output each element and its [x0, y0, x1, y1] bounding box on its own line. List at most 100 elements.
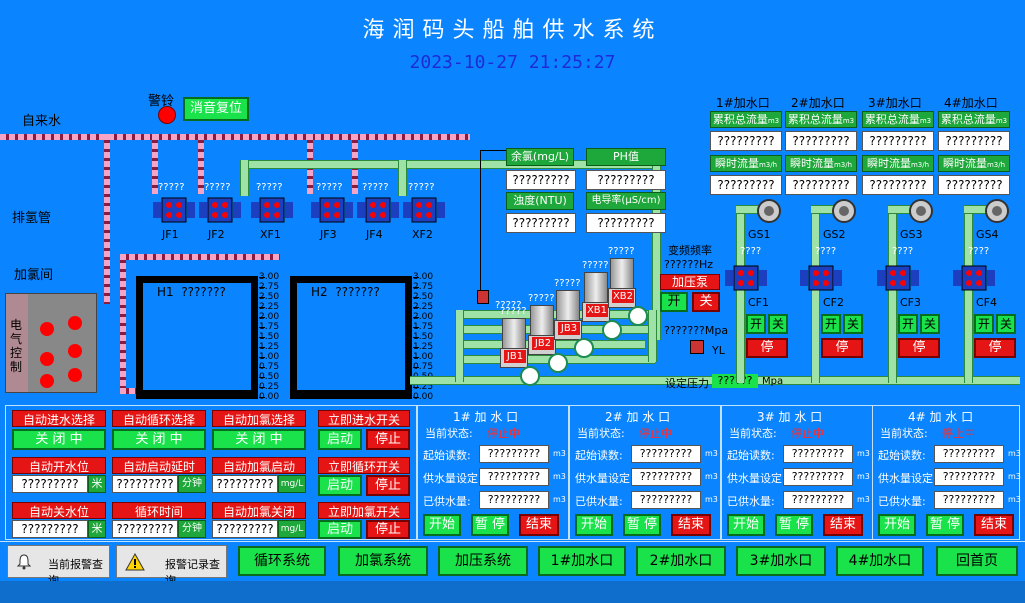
- mute-reset-button[interactable]: 消音复位: [183, 97, 249, 121]
- scale-mark: [413, 337, 419, 338]
- auto-open-level-input[interactable]: ?????????: [12, 475, 88, 493]
- port-end-button[interactable]: 结束: [519, 514, 559, 536]
- outlet-stop-button[interactable]: 停: [746, 338, 788, 358]
- port-end-button[interactable]: 结束: [671, 514, 711, 536]
- auto-cl-start-input[interactable]: ?????????: [212, 475, 278, 493]
- port-end-button[interactable]: 结束: [823, 514, 863, 536]
- port-state-label: 当前状态:: [729, 427, 777, 440]
- unit-mgl: mg/L: [278, 475, 306, 493]
- pump-jb1[interactable]: ????? JB1: [498, 306, 540, 386]
- outlet-open-button[interactable]: 开: [821, 314, 841, 334]
- nav-port3-button[interactable]: 3#加水口: [736, 546, 826, 576]
- port-start-button[interactable]: 开始: [575, 514, 613, 536]
- unit-m3: m3: [705, 495, 718, 504]
- valve-jf1[interactable]: ????? JF1: [152, 182, 196, 244]
- scale-mark: [413, 327, 419, 328]
- port-start-button[interactable]: 开始: [727, 514, 765, 536]
- outlet-close-button[interactable]: 关: [768, 314, 788, 334]
- valve-xf2[interactable]: ????? XF2: [402, 182, 446, 244]
- outlet-pipe: [964, 205, 973, 383]
- alarm-bell-label: 警铃: [148, 94, 175, 109]
- boost-pump-on-button[interactable]: 开: [660, 292, 688, 312]
- auto-loop-select-toggle[interactable]: 关 闭 中: [112, 429, 206, 450]
- port-supply-setpoint-value[interactable]: ?????????: [783, 468, 853, 486]
- pump-label: JB3: [558, 322, 580, 335]
- outlet-stop-button[interactable]: 停: [974, 338, 1016, 358]
- cf-label: CF4: [976, 296, 998, 309]
- outlet-total-label: 累积总流量m3: [862, 111, 934, 128]
- outlet-open-button[interactable]: 开: [898, 314, 918, 334]
- conductivity-value: ?????????: [586, 213, 666, 233]
- unit-m3: m3: [857, 449, 870, 458]
- port-supply-setpoint-value[interactable]: ?????????: [631, 468, 701, 486]
- cf-label: CF1: [748, 296, 770, 309]
- port-pause-button[interactable]: 暂 停: [775, 514, 813, 536]
- nav-loop-system-button[interactable]: 循环系统: [238, 546, 326, 576]
- immediate-cl-stop-button[interactable]: 停止: [366, 520, 410, 539]
- outlet-open-button[interactable]: 开: [974, 314, 994, 334]
- immediate-cl-start-button[interactable]: 启动: [318, 520, 362, 539]
- auto-close-level-input[interactable]: ?????????: [12, 520, 88, 538]
- outlet-valve-icon[interactable]: [799, 262, 843, 294]
- gs-value: ????: [740, 246, 762, 257]
- alarm-log-query-button[interactable]: 报警记录查询: [116, 545, 227, 587]
- auto-start-delay-input[interactable]: ?????????: [112, 475, 178, 493]
- nav-home-button[interactable]: 回首页: [936, 546, 1018, 576]
- immediate-in-stop-button[interactable]: 停止: [366, 429, 410, 450]
- nav-pressure-system-button[interactable]: 加压系统: [438, 546, 528, 576]
- outlet-stop-button[interactable]: 停: [821, 338, 863, 358]
- pump-value: ?????: [554, 278, 581, 289]
- nav-port4-button[interactable]: 4#加水口: [836, 546, 924, 576]
- valve-jf3[interactable]: ????? JF3: [310, 182, 354, 244]
- port-start-button[interactable]: 开始: [423, 514, 461, 536]
- port-pause-button[interactable]: 暂 停: [926, 514, 964, 536]
- outlet-open-button[interactable]: 开: [746, 314, 766, 334]
- outlet-valve-icon[interactable]: [876, 262, 920, 294]
- outlet-close-button[interactable]: 关: [996, 314, 1016, 334]
- auto-in-select-toggle[interactable]: 关 闭 中: [12, 429, 106, 450]
- immediate-loop-start-button[interactable]: 启动: [318, 475, 362, 496]
- scale-mark: [259, 347, 265, 348]
- outlet-stop-button[interactable]: 停: [898, 338, 940, 358]
- auto-cl-close-input[interactable]: ?????????: [212, 520, 278, 538]
- outlet-pipe: [736, 205, 762, 214]
- pump-xb2[interactable]: ????? XB2: [606, 246, 648, 326]
- set-pressure-input[interactable]: ??????: [712, 374, 758, 388]
- scale-mark: [259, 297, 265, 298]
- port-supply-setpoint-value[interactable]: ?????????: [934, 468, 1004, 486]
- scale-tick: 1.75: [259, 322, 280, 332]
- pump-value: ?????: [608, 246, 635, 257]
- port-title: 3# 加 水 口: [757, 410, 823, 424]
- port-pause-button[interactable]: 暂 停: [471, 514, 509, 536]
- boost-pump-off-button[interactable]: 关: [692, 292, 720, 312]
- nav-chlorine-system-button[interactable]: 加氯系统: [338, 546, 428, 576]
- nav-port2-button[interactable]: 2#加水口: [636, 546, 726, 576]
- port-end-button[interactable]: 结束: [974, 514, 1014, 536]
- outlet-pipe: [736, 205, 745, 383]
- outlet-valve-icon[interactable]: [952, 262, 996, 294]
- current-alarm-query-button[interactable]: 当前报警查询: [7, 545, 110, 587]
- immediate-in-start-button[interactable]: 启动: [318, 429, 362, 450]
- nav-port1-button[interactable]: 1#加水口: [538, 546, 626, 576]
- outlet-close-button[interactable]: 关: [843, 314, 863, 334]
- port-start-button[interactable]: 开始: [878, 514, 916, 536]
- immediate-loop-stop-button[interactable]: 停止: [366, 475, 410, 496]
- valve-xf1[interactable]: ????? XF1: [250, 182, 294, 244]
- valve-jf2[interactable]: ????? JF2: [198, 182, 242, 244]
- port-start-reading-label: 起始读数:: [878, 449, 926, 462]
- pump-xb1[interactable]: ????? XB1: [580, 260, 622, 340]
- pipe-vertical: [104, 134, 110, 304]
- outlet-total-value: ?????????: [938, 131, 1010, 151]
- scale-mark: [413, 287, 419, 288]
- port-pause-button[interactable]: 暂 停: [623, 514, 661, 536]
- outlet-close-button[interactable]: 关: [920, 314, 940, 334]
- pump-jb3[interactable]: ????? JB3: [552, 278, 594, 358]
- pump-value: ?????: [528, 293, 555, 304]
- port-supply-setpoint-value[interactable]: ?????????: [479, 468, 549, 486]
- outlet-pipe: [964, 205, 990, 214]
- valve-jf4[interactable]: ????? JF4: [356, 182, 400, 244]
- outlet-valve-icon[interactable]: [724, 262, 768, 294]
- auto-cl-select-toggle[interactable]: 关 闭 中: [212, 429, 306, 450]
- pump-jb2[interactable]: ????? JB2: [526, 293, 568, 373]
- loop-time-input[interactable]: ?????????: [112, 520, 178, 538]
